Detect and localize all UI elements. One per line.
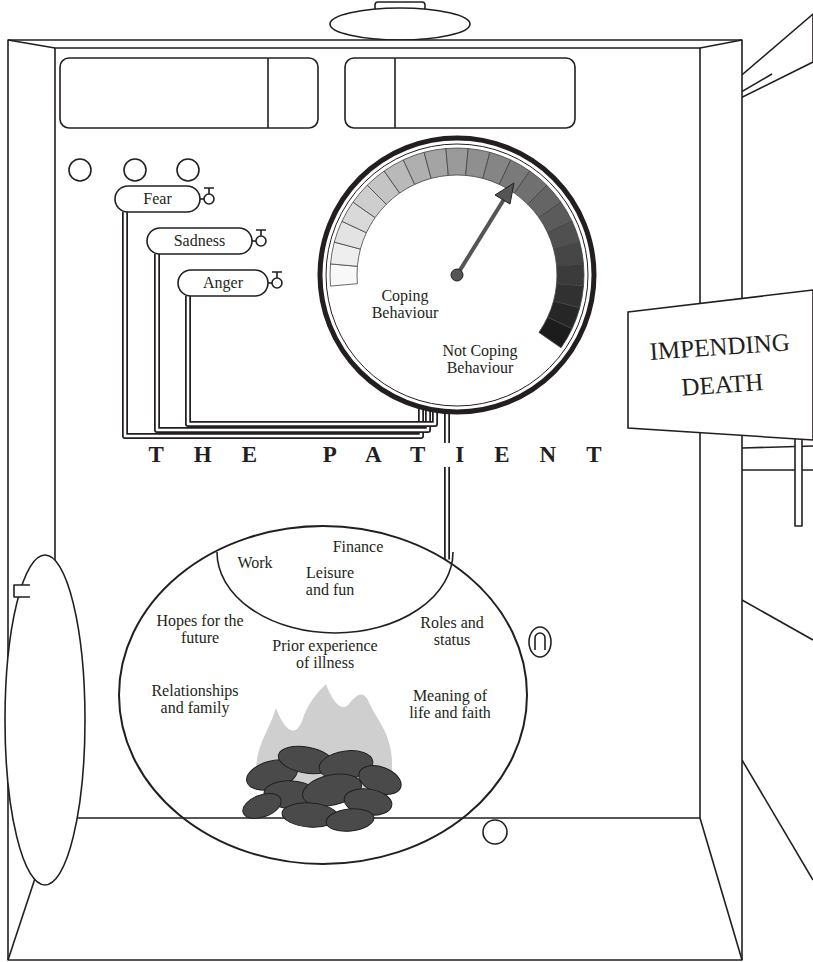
gauge-face <box>326 144 588 406</box>
stove-housing-outline <box>8 40 743 960</box>
knob <box>177 159 199 181</box>
tank-body <box>147 228 252 254</box>
tank-body <box>115 186 200 212</box>
open-door <box>5 555 85 885</box>
valve <box>204 194 214 204</box>
pipe-wall <box>444 412 450 560</box>
top-window <box>60 58 318 128</box>
front-panel <box>55 48 700 818</box>
node-label: Work <box>237 555 272 572</box>
scale-segment <box>330 264 357 286</box>
node-label: IMPENDING DEATH <box>638 322 803 408</box>
stove-body <box>8 40 742 960</box>
node-label: Leisure and fun <box>296 565 364 599</box>
pipe-wall <box>125 212 421 436</box>
scale-segment <box>424 149 448 179</box>
housing-outline <box>5 2 813 960</box>
fuel-divider <box>217 552 453 633</box>
lid-handle <box>330 8 470 40</box>
wall-line <box>742 600 813 640</box>
damper-symbol <box>535 633 545 650</box>
pipe-bore <box>125 212 421 436</box>
gauge-scale <box>330 148 584 348</box>
coping-gauge: Coping BehaviourNot Coping Behaviour <box>317 135 597 415</box>
ash-knob <box>483 820 507 844</box>
knob <box>124 159 146 181</box>
pipe-connector <box>125 212 421 436</box>
node-label: Finance <box>333 539 384 556</box>
fuel-compartment: Work FinanceLeisure and fun <box>215 540 455 635</box>
pipe-connector <box>447 412 448 560</box>
top-window <box>345 58 575 128</box>
node-label: THE PATIENT <box>118 443 631 467</box>
node-label: Roles and status <box>413 615 491 649</box>
gauge-rim <box>320 138 594 412</box>
stove-housing: THE PATIENTFearSadnessAngerCoping Behavi… <box>8 40 743 960</box>
window-divider <box>267 58 269 128</box>
gauge-needle <box>457 196 506 275</box>
node-label: Not Coping Behaviour <box>435 343 525 377</box>
node-label: Anger <box>203 275 243 292</box>
emotion-tank: Fear <box>115 186 200 212</box>
pipe-wall <box>157 254 428 430</box>
node-label: Hopes for the future <box>154 613 246 647</box>
node-label: Sadness <box>174 233 226 250</box>
node-label: Meaning of life and faith <box>401 688 499 722</box>
wall-line <box>742 760 813 880</box>
node-label: Relationships and family <box>144 683 246 717</box>
damper-knob <box>529 627 551 657</box>
valve-handle <box>272 272 282 278</box>
node-label: Prior experience of illness <box>265 638 385 672</box>
valve <box>272 278 282 288</box>
valve <box>256 236 266 246</box>
emotion-tank: Anger <box>178 270 268 296</box>
pipe-connector <box>157 254 428 430</box>
pipe-bore <box>157 254 428 430</box>
node-label: Coping Behaviour <box>365 288 445 322</box>
scale-segment <box>446 148 468 175</box>
window-divider <box>394 58 396 128</box>
needle-pivot <box>451 269 463 281</box>
valve-handle <box>204 188 214 194</box>
road-sign-outline <box>628 290 813 440</box>
scale-segment <box>557 264 584 286</box>
scale-segment <box>554 242 584 266</box>
knob <box>69 159 91 181</box>
emotion-tank: Sadness <box>147 228 252 254</box>
firebox-window <box>119 526 527 864</box>
sign-post <box>795 438 802 526</box>
sign-board <box>628 290 813 440</box>
corner-line <box>700 40 742 48</box>
valve-handle <box>256 230 266 236</box>
scale-segment <box>539 317 572 348</box>
door-latch <box>14 585 30 597</box>
coals <box>239 742 405 833</box>
pipe-bore <box>446 412 449 560</box>
road-sign: IMPENDING DEATH <box>628 290 813 440</box>
corner-line <box>700 818 742 960</box>
node-label: Fear <box>143 191 171 208</box>
corner-line <box>8 40 55 48</box>
firebox: Hopes for the future Roles and statusPrio… <box>118 525 528 865</box>
needle-head <box>495 183 514 204</box>
tank-body <box>178 270 268 296</box>
